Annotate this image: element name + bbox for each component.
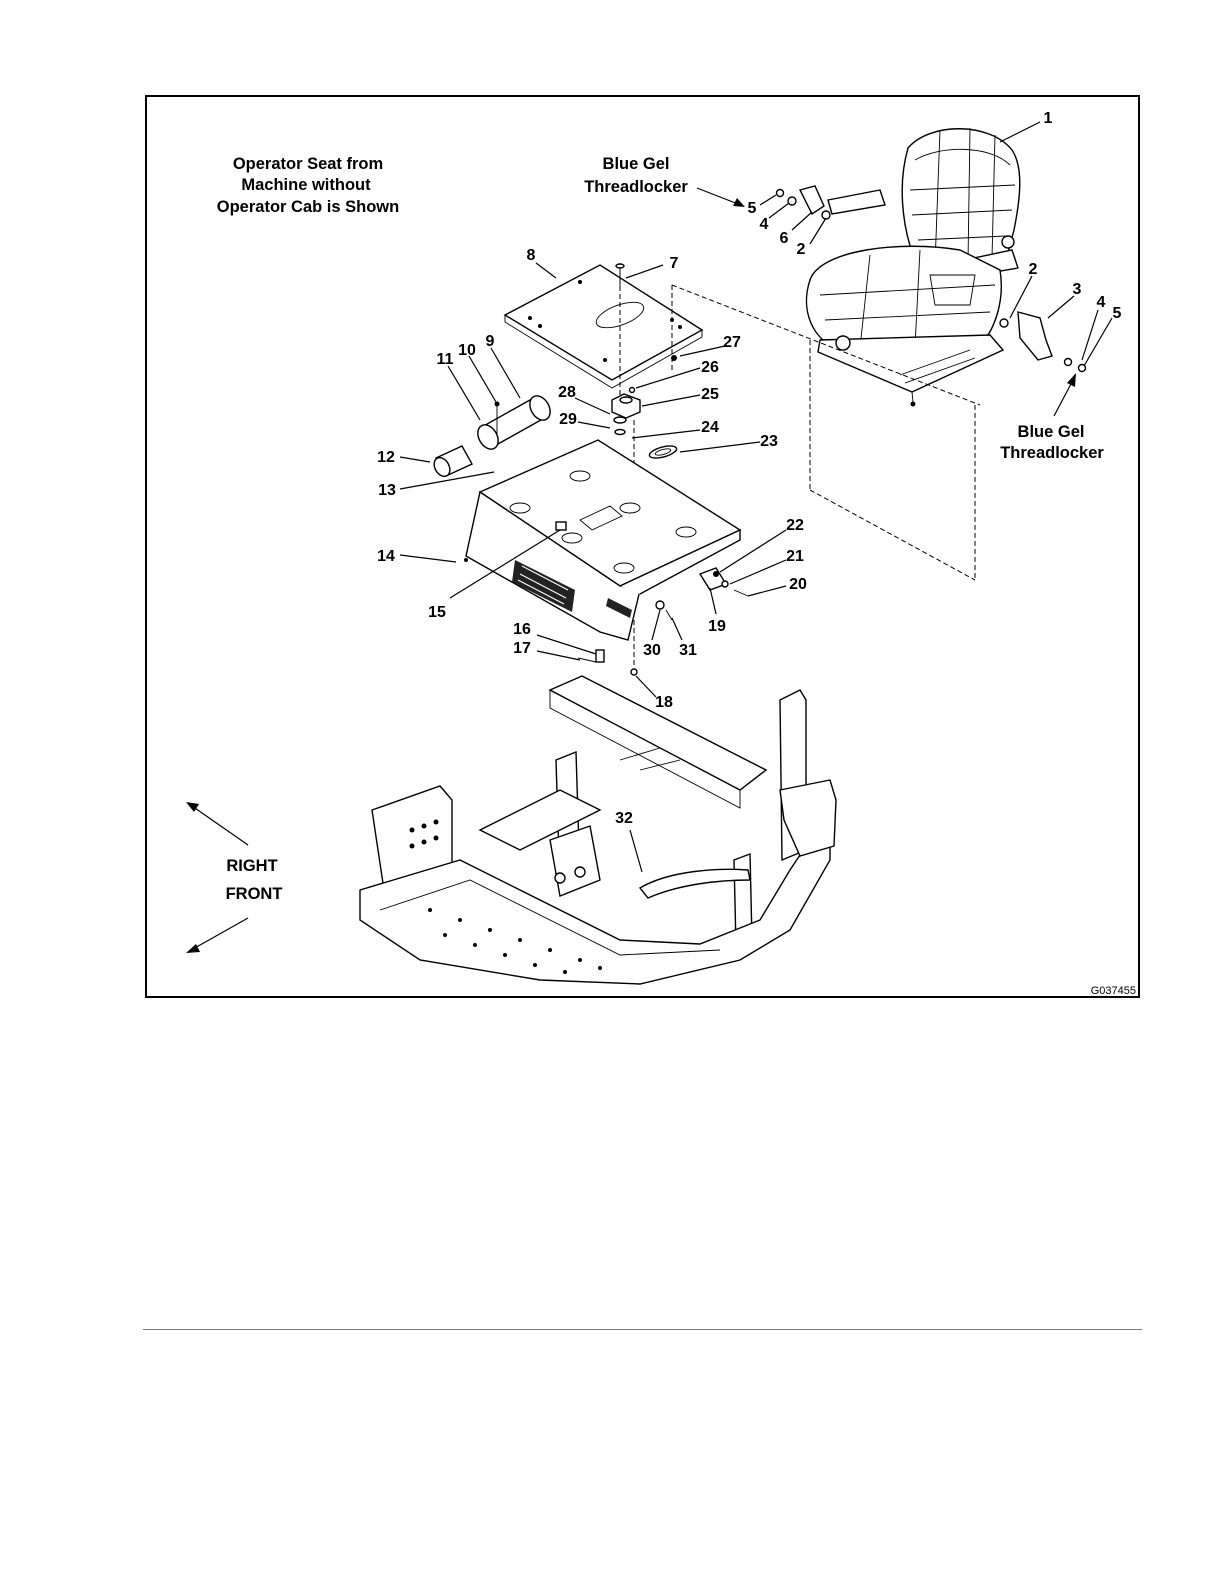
- callout-5b: 5: [1113, 305, 1122, 322]
- callout-5a: 5: [748, 200, 757, 217]
- callout-25: 25: [701, 386, 719, 403]
- seat-note-line-2: Machine without: [241, 176, 371, 194]
- callout-6: 6: [780, 230, 789, 247]
- machine-frame: [360, 676, 836, 984]
- seat-platform: [464, 440, 740, 640]
- callout-26: 26: [701, 359, 719, 376]
- direction-front-label: FRONT: [226, 885, 283, 903]
- threadlocker-note-right: Blue Gel Threadlocker: [1000, 373, 1104, 462]
- threadlocker-right-line-1: Blue Gel: [1018, 423, 1085, 441]
- callout-24: 24: [701, 419, 719, 436]
- threadlocker-right-line-2: Threadlocker: [1000, 444, 1104, 462]
- callout-22: 22: [786, 517, 804, 534]
- callout-19: 19: [708, 618, 726, 635]
- callout-14: 14: [377, 548, 395, 565]
- callout-13: 13: [378, 482, 396, 499]
- callout-4b: 4: [1097, 294, 1106, 311]
- callout-32: 32: [615, 810, 633, 827]
- callout-15: 15: [428, 604, 446, 621]
- callout-18: 18: [655, 694, 673, 711]
- footer-rule: [143, 1329, 1142, 1330]
- threadlocker-right-arrow: [1054, 382, 1072, 416]
- seat-note-line-1: Operator Seat from: [233, 155, 383, 173]
- callout-8: 8: [527, 247, 536, 264]
- callout-9: 9: [486, 333, 495, 350]
- callout-7: 7: [670, 255, 679, 272]
- seat-belt-retractor-right: [1000, 312, 1086, 372]
- callout-11: 11: [437, 351, 454, 368]
- callout-12: 12: [377, 449, 395, 466]
- operator-seat: [807, 128, 1020, 407]
- right-arrow: [192, 806, 248, 845]
- threadlocker-top-line-2: Threadlocker: [584, 178, 688, 196]
- direction-indicator: RIGHT FRONT: [186, 802, 282, 953]
- callout-16: 16: [513, 621, 531, 638]
- callout-2a: 2: [797, 241, 806, 258]
- callout-29: 29: [559, 411, 577, 428]
- threadlocker-top-line-1: Blue Gel: [603, 155, 670, 173]
- seat-note-line-3: Operator Cab is Shown: [217, 198, 399, 216]
- storage-tube: [431, 392, 554, 479]
- callout-3: 3: [1073, 281, 1082, 298]
- callout-17: 17: [513, 640, 531, 657]
- callout-20: 20: [789, 576, 807, 593]
- seat-belt-buckle-left: [777, 186, 831, 219]
- front-arrow: [193, 918, 248, 949]
- grommet-24: [648, 444, 678, 461]
- callout-31: 31: [679, 642, 697, 659]
- figure-id: G037455: [1091, 985, 1136, 997]
- direction-right-label: RIGHT: [226, 857, 277, 875]
- callout-30: 30: [643, 642, 661, 659]
- callout-1: 1: [1044, 110, 1053, 127]
- callout-2b: 2: [1029, 261, 1038, 278]
- callout-28: 28: [558, 384, 576, 401]
- callout-21: 21: [786, 548, 804, 565]
- seat-note: Operator Seat from Machine without Opera…: [217, 155, 399, 216]
- callout-4a: 4: [760, 216, 769, 233]
- dashed-guide-4: [810, 490, 975, 580]
- threadlocker-note-top: Blue Gel Threadlocker: [584, 155, 745, 207]
- callout-10: 10: [458, 342, 476, 359]
- callout-27: 27: [723, 334, 741, 351]
- threadlocker-top-arrow: [697, 188, 738, 204]
- callout-23: 23: [760, 433, 778, 450]
